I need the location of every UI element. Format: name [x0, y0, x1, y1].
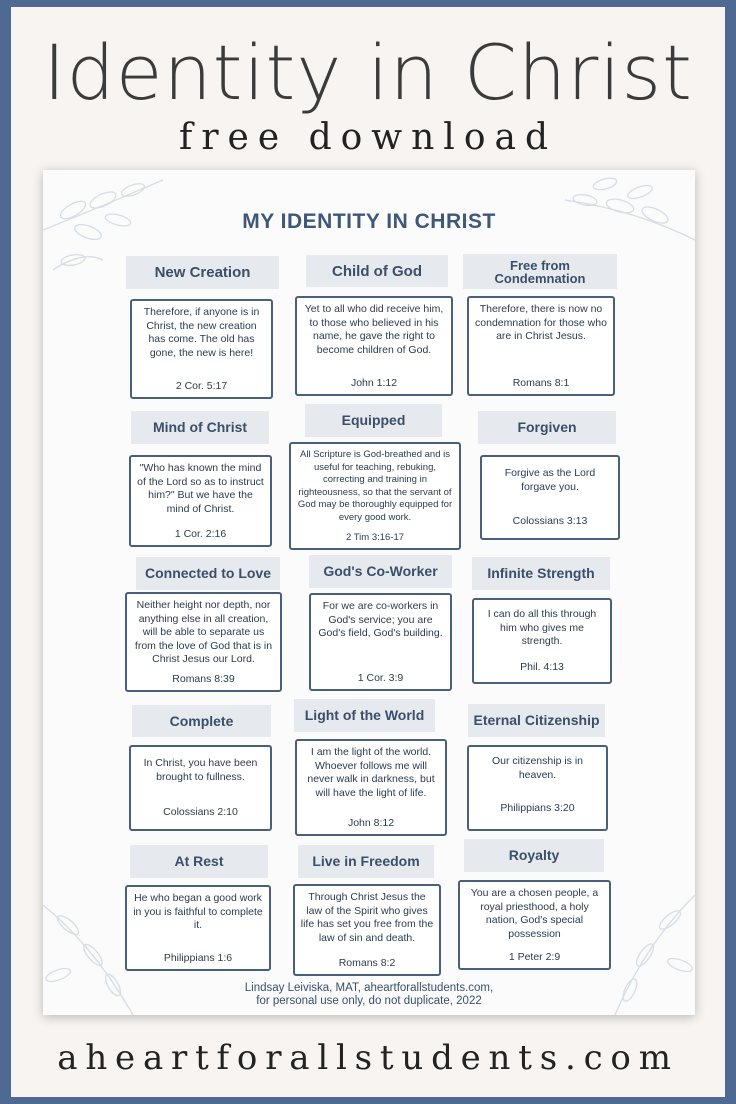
website-url: aheartforallstudents.com [57, 1038, 679, 1078]
label-connected-to-love: Connected to Love [136, 557, 280, 590]
card-child-of-god: Yet to all who did receive him, to those… [295, 296, 453, 396]
card-infinite-strength: I can do all this through him who gives … [472, 598, 612, 684]
card-live-in-freedom: Through Christ Jesus the law of the Spir… [293, 884, 441, 976]
label-eternal-citizenship: Eternal Citizenship [468, 704, 605, 737]
leaf-decoration-top-right-icon [564, 177, 695, 241]
verse-text: In Christ, you have been brought to full… [143, 757, 258, 783]
label-royalty: Royalty [464, 839, 604, 872]
card-eternal-citizenship: Our citizenship is in heaven. Philippian… [467, 745, 608, 831]
verse-text: He who began a good work in you is faith… [133, 892, 263, 931]
verse-reference: Colossians 2:10 [163, 805, 238, 818]
verse-reference: Romans 8:2 [338, 956, 396, 969]
label-new-creation: New Creation [126, 256, 279, 289]
verse-reference: 1 Cor. 2:16 [174, 527, 227, 540]
page-subtitle: free download [179, 117, 557, 158]
poster-frame: Identity in Christ free download [11, 7, 725, 1097]
verse-reference: Philippians 1:6 [163, 951, 233, 964]
card-new-creation: Therefore, if anyone is in Christ, the n… [130, 299, 273, 399]
verse-text: "Who has known the mind of the Lord so a… [137, 462, 264, 515]
verse-reference: 2 Cor. 5:17 [175, 379, 228, 392]
verse-text: Our citizenship is in heaven. [491, 755, 584, 781]
card-gods-co-worker: For we are co-workers in God's service; … [309, 593, 452, 691]
label-gods-co-worker: God's Co-Worker [309, 555, 452, 588]
verse-text: Therefore, if anyone is in Christ, the n… [143, 306, 260, 359]
label-infinite-strength: Infinite Strength [472, 557, 610, 590]
card-royalty: You are a chosen people, a royal priesth… [458, 880, 611, 970]
verse-reference: Romans 8:39 [172, 672, 235, 685]
verse-text: All Scripture is God-breathed and is use… [297, 449, 453, 523]
leaf-decoration-bottom-left-icon [43, 904, 134, 1015]
label-free-from-condemnation: Free from Condemnation [463, 254, 617, 289]
label-complete: Complete [132, 705, 271, 737]
card-complete: In Christ, you have been brought to full… [129, 745, 272, 831]
verse-reference: 1 Cor. 3:9 [357, 671, 404, 684]
verse-reference: Romans 8:1 [512, 376, 570, 389]
verse-reference: 2 Tim 3:16-17 [345, 531, 405, 543]
label-mind-of-christ: Mind of Christ [131, 411, 269, 444]
card-free-from-condemnation: Therefore, there is now no condemnation … [467, 296, 615, 396]
verse-text: For we are co-workers in God's service; … [318, 600, 443, 639]
verse-text: Forgive as the Lord forgave you. [504, 467, 596, 493]
label-child-of-god: Child of God [306, 255, 448, 287]
verse-text: Neither height nor depth, nor anything e… [134, 599, 273, 665]
verse-reference: Philippians 3:20 [500, 801, 575, 814]
verse-text: I am the light of the world. Whoever fol… [307, 746, 435, 799]
verse-text: Yet to all who did receive him, to those… [304, 303, 444, 356]
verse-reference: John 1:12 [350, 376, 398, 389]
card-mind-of-christ: "Who has known the mind of the Lord so a… [129, 455, 272, 547]
label-equipped: Equipped [305, 404, 442, 437]
verse-reference: Colossians 3:13 [512, 514, 588, 527]
leaf-decoration-top-left-icon [43, 179, 164, 271]
verse-reference: 1 Peter 2:9 [508, 950, 561, 963]
card-forgiven: Forgive as the Lord forgave you. Colossi… [480, 455, 620, 540]
verse-text: Through Christ Jesus the law of the Spir… [300, 891, 434, 944]
card-light-of-the-world: I am the light of the world. Whoever fol… [295, 739, 447, 836]
page-title: Identity in Christ [43, 28, 693, 117]
label-forgiven: Forgiven [478, 411, 616, 444]
card-equipped: All Scripture is God-breathed and is use… [289, 442, 461, 550]
label-at-rest: At Rest [130, 845, 268, 878]
verse-reference: John 8:12 [347, 816, 395, 829]
verse-text: Therefore, there is now no condemnation … [475, 303, 607, 342]
footer-line-2: for personal use only, do not duplicate,… [256, 995, 482, 1007]
label-light-of-the-world: Light of the World [294, 699, 435, 732]
worksheet-footer: Lindsay Leiviska, MAT, aheartforallstude… [43, 982, 695, 1008]
worksheet-preview: MY IDENTITY IN CHRIST New Creation There… [43, 170, 695, 1015]
footer-line-1: Lindsay Leiviska, MAT, aheartforallstude… [244, 982, 494, 994]
card-connected-to-love: Neither height nor depth, nor anything e… [125, 592, 282, 692]
verse-text: I can do all this through him who gives … [487, 608, 597, 647]
verse-text: You are a chosen people, a royal priesth… [470, 887, 599, 940]
verse-reference: Phil. 4:13 [520, 660, 564, 673]
card-at-rest: He who began a good work in you is faith… [125, 885, 271, 971]
label-live-in-freedom: Live in Freedom [298, 845, 434, 878]
worksheet-title: MY IDENTITY IN CHRIST [242, 210, 496, 233]
leaf-decoration-bottom-right-icon [614, 894, 695, 1015]
